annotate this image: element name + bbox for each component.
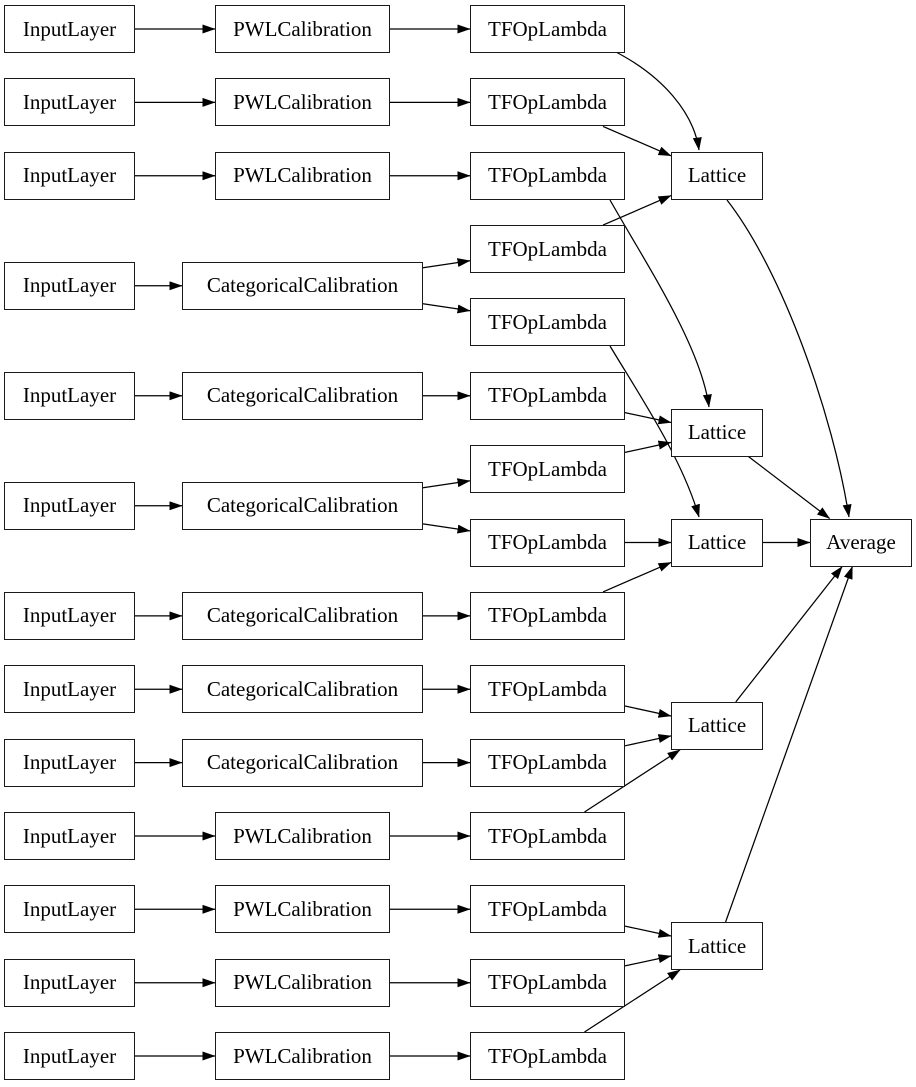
edge-tfop15-to-lat5 (584, 969, 681, 1033)
edge-cat1-to-tfop5 (422, 303, 471, 314)
node-tfop3-tfop: TFOpLambda (470, 151, 625, 200)
node-in10-input: InputLayer (4, 812, 135, 860)
node-lat2-lattice: Lattice (671, 408, 763, 457)
edge-tfop1-to-lat1 (611, 49, 702, 151)
node-in8-input: InputLayer (4, 665, 135, 714)
node-tfop14-tfop: TFOpLambda (470, 958, 625, 1007)
node-in2-input: InputLayer (4, 78, 135, 127)
node-tfop12-tfop: TFOpLambda (470, 812, 625, 860)
node-in1-input: InputLayer (4, 5, 135, 53)
edge-lat2-to-avg (748, 456, 830, 519)
edge-cat3-to-tfop8 (422, 523, 471, 534)
node-in7-input: InputLayer (4, 591, 135, 640)
node-pwl6-pwl: PWLCalibration (215, 958, 390, 1007)
node-tfop8-tfop: TFOpLambda (470, 518, 625, 567)
node-cat5-cat: CategoricalCalibration (182, 665, 423, 714)
edge-tfop14-to-lat5 (624, 954, 672, 967)
node-tfop13-tfop: TFOpLambda (470, 885, 625, 934)
edge-tfop9-to-lat3 (602, 561, 672, 593)
node-tfop15-tfop: TFOpLambda (470, 1032, 625, 1080)
edge-lat1-to-avg (726, 199, 852, 518)
node-tfop9-tfop: TFOpLambda (470, 591, 625, 640)
edge-tfop13-to-lat5 (624, 925, 672, 938)
node-in6-input: InputLayer (4, 481, 135, 530)
node-lat4-lattice: Lattice (671, 701, 763, 750)
node-avg-average: Average (810, 518, 912, 567)
node-in3-input: InputLayer (4, 151, 135, 200)
node-tfop6-tfop: TFOpLambda (470, 371, 625, 420)
node-tfop10-tfop: TFOpLambda (470, 665, 625, 714)
node-cat2-cat: CategoricalCalibration (182, 371, 423, 420)
edge-tfop5-to-lat3 (609, 345, 700, 518)
node-lat1-lattice: Lattice (671, 151, 763, 200)
node-cat3-cat: CategoricalCalibration (182, 481, 423, 530)
edge-tfop7-to-lat2 (624, 440, 672, 454)
node-in11-input: InputLayer (4, 885, 135, 934)
node-pwl1-pwl: PWLCalibration (215, 5, 390, 53)
node-pwl7-pwl: PWLCalibration (215, 1032, 390, 1080)
node-tfop5-tfop: TFOpLambda (470, 298, 625, 347)
edge-tfop12-to-lat4 (584, 749, 681, 813)
node-in5-input: InputLayer (4, 371, 135, 420)
node-in12-input: InputLayer (4, 958, 135, 1007)
node-pwl4-pwl: PWLCalibration (215, 812, 390, 860)
node-cat4-cat: CategoricalCalibration (182, 591, 423, 640)
edge-lat5-to-avg (725, 566, 853, 923)
node-cat1-cat: CategoricalCalibration (182, 261, 423, 310)
edge-tfop11-to-lat4 (624, 734, 672, 747)
edge-tfop4-to-lat1 (602, 195, 672, 226)
node-tfop11-tfop: TFOpLambda (470, 738, 625, 787)
edge-tfop3-to-lat2 (609, 199, 712, 408)
node-tfop1-tfop: TFOpLambda (470, 5, 625, 53)
node-in13-input: InputLayer (4, 1032, 135, 1080)
node-tfop4-tfop: TFOpLambda (470, 225, 625, 274)
edge-tfop6-to-lat2 (624, 411, 672, 425)
node-pwl2-pwl: PWLCalibration (215, 78, 390, 127)
node-cat6-cat: CategoricalCalibration (182, 738, 423, 787)
node-tfop2-tfop: TFOpLambda (470, 78, 625, 127)
edge-tfop2-to-lat1 (602, 125, 672, 157)
node-lat3-lattice: Lattice (671, 518, 763, 567)
node-in4-input: InputLayer (4, 261, 135, 310)
edge-lat4-to-avg (735, 566, 843, 703)
node-tfop7-tfop: TFOpLambda (470, 445, 625, 494)
edge-tfop10-to-lat4 (624, 705, 672, 718)
node-in9-input: InputLayer (4, 738, 135, 787)
edge-cat3-to-tfop7 (422, 478, 471, 489)
edge-cat1-to-tfop4 (422, 258, 471, 269)
node-pwl3-pwl: PWLCalibration (215, 151, 390, 200)
node-lat5-lattice: Lattice (671, 922, 763, 970)
node-pwl5-pwl: PWLCalibration (215, 885, 390, 934)
